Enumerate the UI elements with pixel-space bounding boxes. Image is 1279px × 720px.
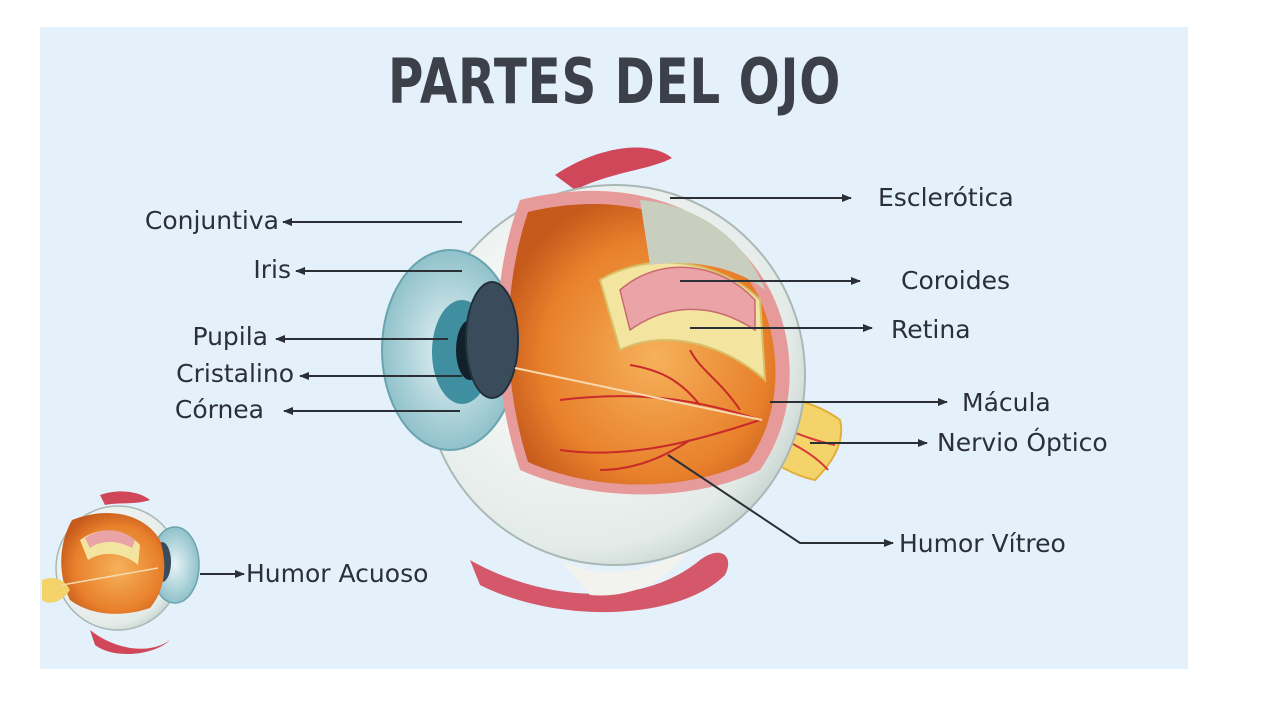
lens-shape: [465, 281, 519, 399]
small-section-line: [61, 567, 159, 586]
arrow-humor-vitreo: [667, 454, 894, 547]
small-vitreous-shape: [61, 512, 165, 614]
main-eye: [381, 147, 843, 613]
label-cornea: Córnea: [174, 395, 264, 424]
label-nervio-optico: Nervio Óptico: [937, 428, 1108, 457]
lower-muscle-tendon: [560, 545, 690, 596]
label-esclerotica: Esclerótica: [878, 183, 1014, 212]
arrows: [200, 194, 948, 578]
section-line: [514, 367, 763, 421]
label-humor-vitreo: Humor Vítreo: [899, 529, 1066, 558]
sclera-flap: [640, 200, 765, 290]
label-conjuntiva: Conjuntiva: [144, 206, 279, 235]
lower-muscle: [470, 552, 729, 613]
small-upper-muscle: [100, 491, 150, 505]
label-macula: Mácula: [962, 388, 1051, 417]
small-lower-muscle: [90, 630, 170, 655]
choroid-flap: [619, 266, 756, 332]
label-coroides: Coroides: [901, 266, 1010, 295]
retinal-vessels: [559, 349, 761, 471]
label-iris: Iris: [253, 255, 291, 284]
small-choroid-flap: [85, 530, 135, 548]
label-humor-acuoso: Humor Acuoso: [246, 559, 429, 588]
label-cristalino: Cristalino: [176, 359, 294, 388]
upper-muscle: [555, 147, 672, 190]
page-title: PARTES DEL OJO: [388, 45, 842, 118]
label-pupila: Pupila: [192, 322, 268, 351]
small-eye: [42, 491, 200, 655]
label-retina: Retina: [891, 315, 971, 344]
